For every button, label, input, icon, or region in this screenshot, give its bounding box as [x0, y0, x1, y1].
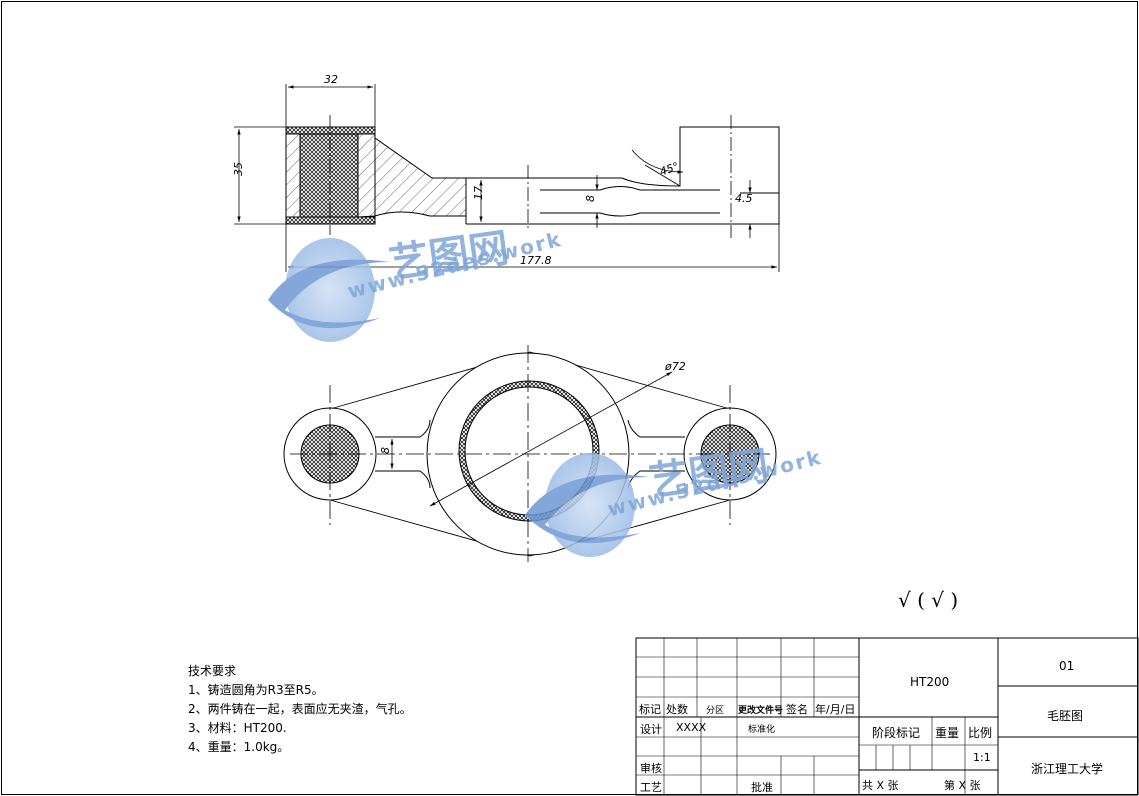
technical-requirements: 技术要求 1、铸造圆角为R3至R5。 2、两件铸在一起，表面应无夹渣，气孔。 3…	[188, 662, 412, 757]
note-item-3: 3、材料：HT200.	[188, 721, 287, 735]
dim-8-slot: 8	[584, 195, 597, 202]
dim-diameter-72: ø72	[664, 360, 686, 373]
dim-4-5: 4.5	[735, 192, 753, 205]
watermark-logo-1	[268, 238, 390, 342]
tb-standardize-label: 标准化	[748, 725, 776, 735]
tb-scale-label: 比例	[968, 726, 993, 740]
note-item-2: 2、两件铸在一起，表面应无夹渣，气孔。	[188, 702, 412, 716]
tb-material: HT200	[910, 675, 950, 689]
tb-weight-label: 重量	[935, 726, 960, 740]
dim-17: 17	[472, 186, 485, 200]
dim-177-8: 177.8	[520, 254, 552, 267]
tb-drawing-name: 毛胚图	[1047, 709, 1084, 723]
tb-review-label: 审核	[640, 762, 662, 775]
title-block-grid	[635, 637, 1139, 796]
dim-8-rib: 8	[379, 447, 392, 454]
surface-roughness-symbol: √ ( √ )	[898, 588, 959, 612]
tb-sheet-num: 第 X 张	[944, 779, 981, 792]
tb-count-label: 处数	[666, 703, 688, 716]
dim-32: 32	[324, 73, 338, 86]
dimension-lines-plan	[380, 371, 673, 507]
tb-drawing-no: 01	[1059, 659, 1075, 673]
note-item-4: 4、重量：1.0kg。	[188, 740, 290, 754]
dimension-texts-plan: ø72 8	[379, 360, 686, 454]
tb-mark-label: 标记	[639, 703, 661, 716]
tb-sheets-total: 共 X 张	[862, 779, 899, 792]
tb-design-label: 设计	[640, 723, 662, 736]
tb-date-label: 年/月/日	[815, 703, 856, 716]
notes-title: 技术要求	[188, 664, 237, 678]
dim-35: 35	[232, 162, 245, 176]
watermark-logo-2	[525, 453, 650, 557]
tb-zone-label: 分区	[706, 706, 725, 716]
tb-process-label: 工艺	[640, 781, 662, 794]
tb-change-doc-label: 更改文件号	[738, 706, 784, 716]
section-view	[285, 115, 780, 238]
tb-sign-label: 签名	[786, 703, 808, 716]
tb-stage-label: 阶段标记	[872, 726, 921, 740]
tb-designer: XXXX	[676, 721, 707, 734]
dim-45-angle: 45°	[658, 160, 681, 179]
dimension-texts-top: 32 35 17 8 4.5 45° 177.8	[232, 73, 753, 267]
dimension-lines-top	[234, 84, 780, 272]
tb-approve-label: 批准	[751, 781, 773, 794]
tb-organization: 浙江理工大学	[1031, 762, 1104, 776]
tb-scale-value: 1:1	[973, 751, 991, 764]
note-item-1: 1、铸造圆角为R3至R5。	[188, 683, 324, 697]
